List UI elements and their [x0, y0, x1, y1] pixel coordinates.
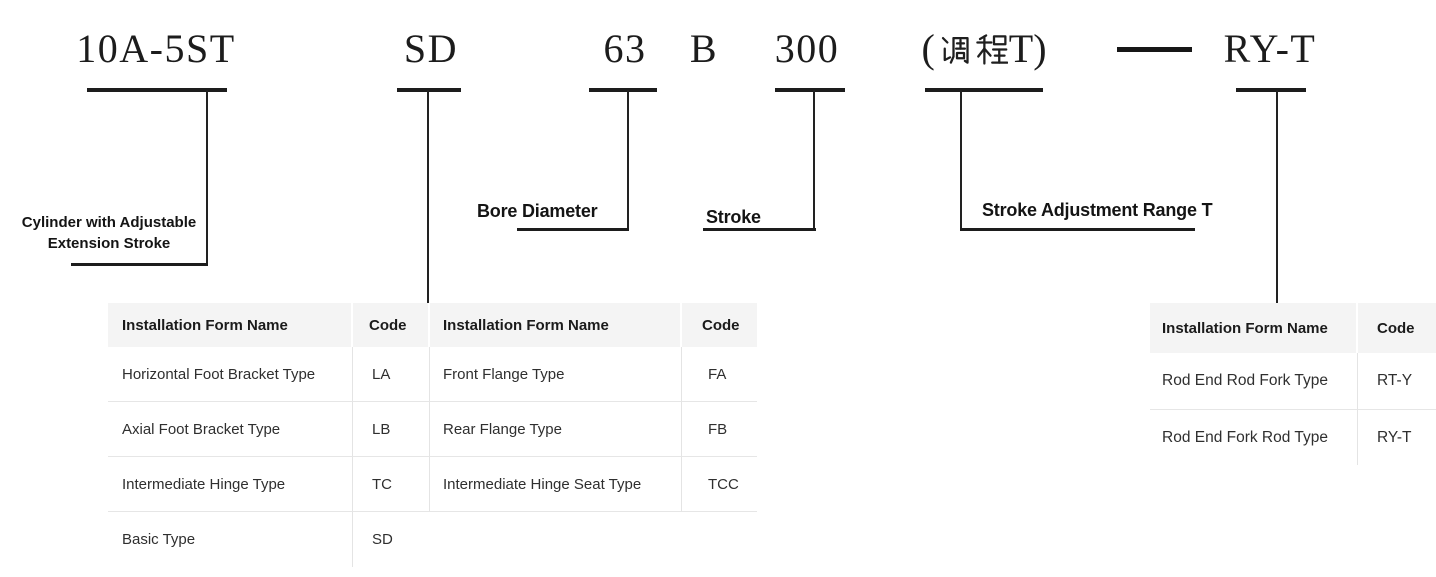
underline-adjust-range [925, 88, 1043, 92]
table-cell: Rod End Fork Rod Type [1150, 410, 1358, 465]
underline-stroke [775, 88, 845, 92]
table-cell: TCC [682, 457, 757, 512]
code-segment-series: 10A-5ST [76, 26, 236, 71]
table-cell: Axial Foot Bracket Type [108, 402, 353, 457]
table-cell: FA [682, 347, 757, 402]
cjk-glyph-tiao [941, 36, 969, 64]
callout-line-series [71, 263, 208, 266]
code-segment-b: B [689, 26, 719, 71]
connector-bore-vertical [627, 90, 629, 231]
table-cell: Rod End Rod Fork Type [1150, 353, 1358, 410]
label-adjust-range: Stroke Adjustment Range T [982, 200, 1213, 220]
underline-rod-end [1236, 88, 1306, 92]
callout-line-adjust-range [960, 228, 1195, 231]
column-header: Code [682, 303, 757, 347]
code-segment-installation: SD [403, 26, 459, 71]
connector-stroke-vertical [813, 90, 815, 231]
column-header: Code [353, 303, 430, 347]
table-cell: Front Flange Type [430, 347, 682, 402]
table-cell: Intermediate Hinge Seat Type [430, 457, 682, 512]
column-header: Installation Form Name [108, 303, 353, 347]
underline-bore [589, 88, 657, 92]
installation-table-left: Installation Form Name Code Installation… [108, 303, 757, 567]
code-segment-rod-end: RY-T [1223, 26, 1317, 71]
code-separator-dash [1117, 47, 1192, 52]
table-cell: RY-T [1377, 428, 1412, 446]
callout-line-stroke [703, 228, 816, 231]
installation-table-right: Installation Form Name Code Rod End Rod … [1150, 303, 1436, 465]
column-header: Installation Form Name [430, 303, 682, 347]
connector-installation-vertical [427, 90, 429, 303]
paren-open: ( [921, 26, 935, 71]
connector-series-vertical [206, 90, 208, 266]
connector-adjust-range-vertical [960, 90, 962, 231]
callout-line-bore [517, 228, 629, 231]
code-segment-adjust-range: ( T) [902, 26, 1066, 72]
column-header: Code [1358, 303, 1436, 353]
table-cell [682, 512, 757, 567]
table-cell: Intermediate Hinge Type [108, 457, 353, 512]
label-bore-diameter: Bore Diameter [477, 201, 598, 221]
code-segment-stroke: 300 [774, 26, 840, 71]
underline-series [87, 88, 227, 92]
underline-installation [397, 88, 461, 92]
label-stroke: Stroke [706, 207, 761, 227]
connector-rod-end-vertical [1276, 90, 1278, 303]
table-cell: Rear Flange Type [430, 402, 682, 457]
table-cell: LA [353, 347, 430, 402]
table-cell: LB [353, 402, 430, 457]
table-cell: SD [372, 531, 393, 548]
cjk-glyph-cheng [976, 33, 1008, 65]
table-cell: Basic Type [108, 512, 353, 567]
table-cell: TC [353, 457, 430, 512]
table-cell: Horizontal Foot Bracket Type [108, 347, 353, 402]
table-cell [430, 512, 682, 567]
code-segment-bore: 63 [603, 26, 647, 71]
adjust-range-suffix: T) [1008, 26, 1047, 71]
label-series-line1: Cylinder with Adjustable [21, 214, 197, 231]
table-cell: FB [682, 402, 757, 457]
label-series: Cylinder with Adjustable Extension Strok… [4, 212, 214, 254]
label-series-line2: Extension Stroke [47, 235, 171, 252]
table-cell: RT-Y [1358, 353, 1436, 410]
column-header: Installation Form Name [1150, 303, 1358, 353]
